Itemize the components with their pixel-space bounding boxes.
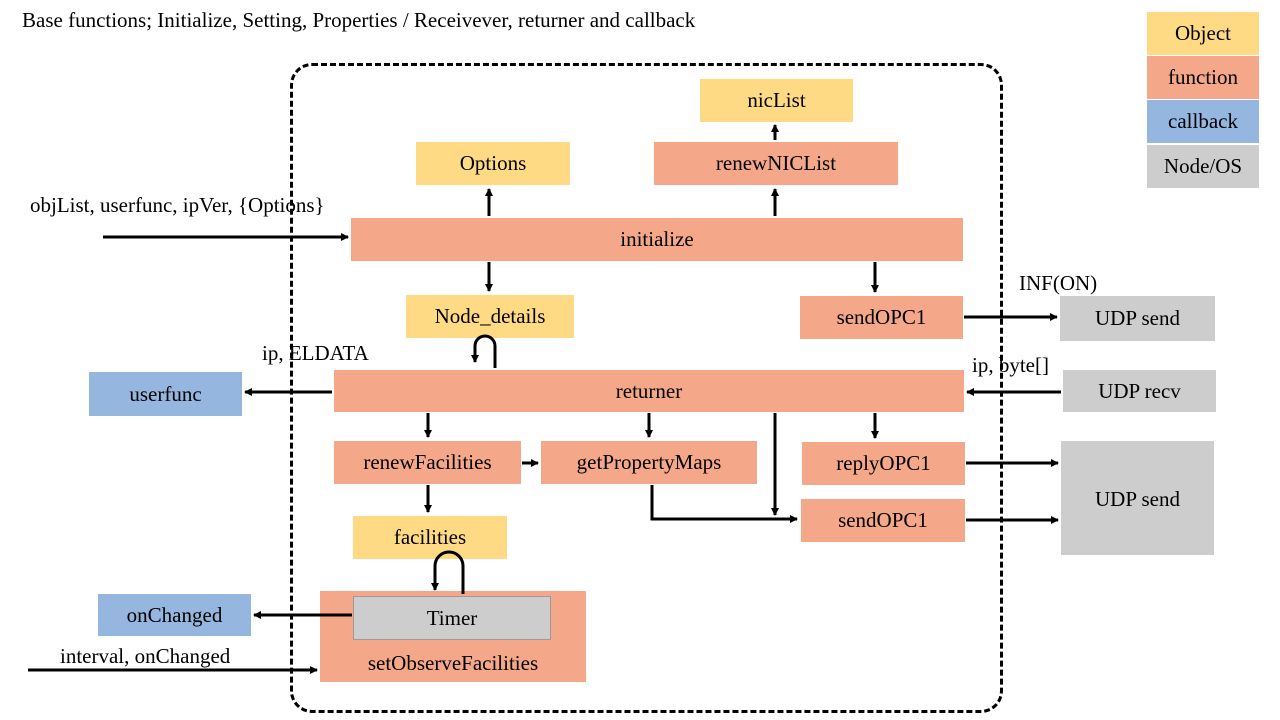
renewfacilities-function: renewFacilities: [334, 441, 521, 484]
legend-object: Object: [1147, 12, 1259, 55]
returner-function: returner: [334, 370, 964, 412]
node-details-object: Node_details: [406, 295, 574, 338]
initialize-args-label: objList, userfunc, ipVer, {Options}: [30, 193, 325, 217]
userfunc-callback: userfunc: [89, 372, 242, 416]
sendopc1-top-function: sendOPC1: [800, 296, 963, 339]
legend-function: function: [1147, 56, 1259, 99]
ip-byte-label: ip, byte[]: [972, 353, 1049, 377]
udp-send-top: UDP send: [1060, 296, 1215, 341]
diagram-title: Base functions; Initialize, Setting, Pro…: [22, 8, 696, 32]
sendopc1-bottom-function: sendOPC1: [801, 499, 965, 542]
udp-recv: UDP recv: [1063, 370, 1216, 412]
renewniclist-function: renewNICList: [654, 142, 898, 185]
legend-callback: callback: [1147, 100, 1259, 143]
niclist-object: nicList: [700, 79, 853, 122]
udp-send-bottom: UDP send: [1061, 441, 1214, 555]
facilities-object: facilities: [353, 516, 507, 559]
legend-nodeos: Node/OS: [1147, 145, 1259, 188]
initialize-function: initialize: [351, 218, 963, 261]
getpropertymaps-function: getPropertyMaps: [541, 441, 757, 484]
onchanged-callback: onChanged: [98, 594, 251, 636]
inf-on-label: INF(ON): [1019, 271, 1098, 295]
replyopc1-function: replyOPC1: [802, 442, 965, 485]
timer-box: Timer: [353, 596, 551, 640]
module-boundary: [290, 63, 1003, 713]
ip-eldata-label: ip, ELDATA: [262, 341, 369, 365]
interval-onchanged-label: interval, onChanged: [60, 644, 231, 668]
options-object: Options: [416, 142, 570, 185]
